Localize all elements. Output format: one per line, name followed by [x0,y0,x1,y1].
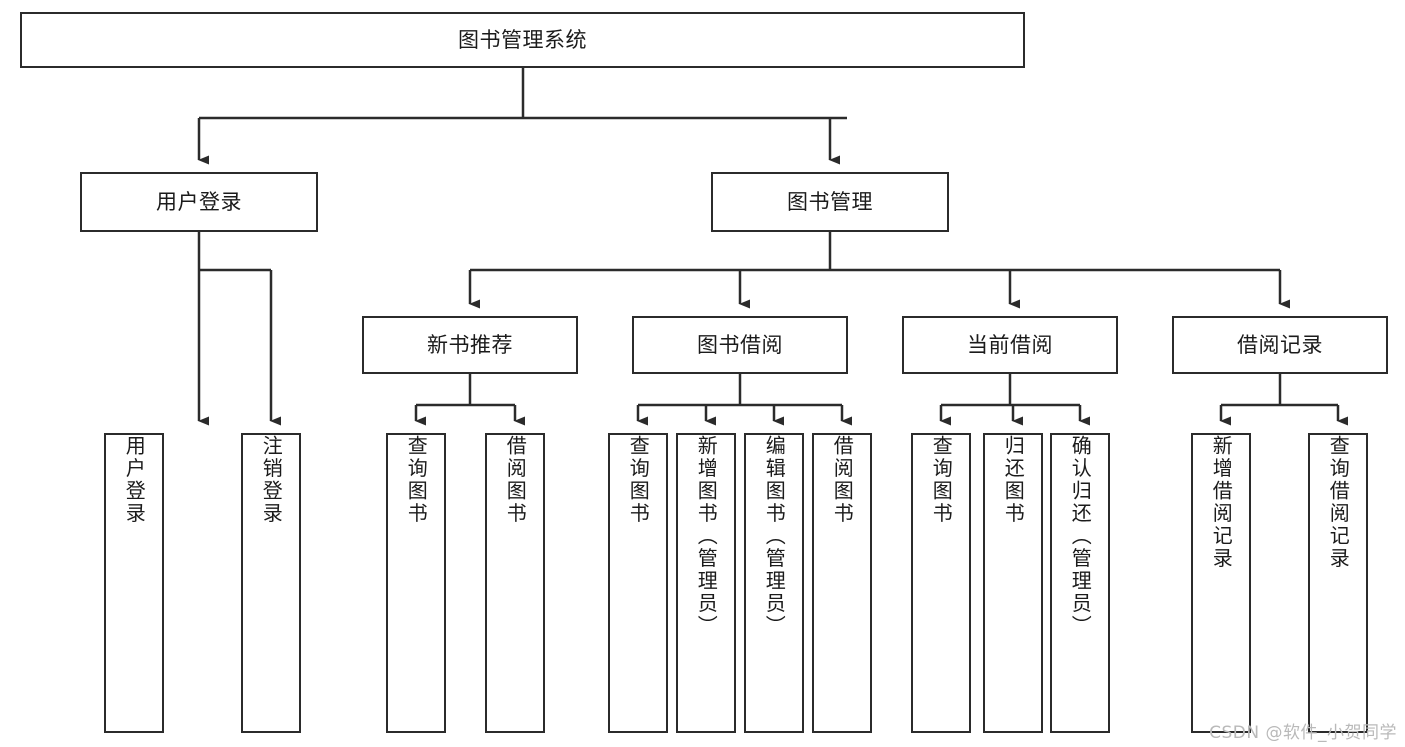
node-current-borrow-label: 当前借阅 [967,332,1053,357]
node-user-login[interactable]: 用户登录 [80,172,318,232]
leaf-borrow-book-2-label: 借阅图书 [830,435,855,525]
node-book-borrow-label: 图书借阅 [697,332,783,357]
leaf-borrow-book-1-label: 借阅图书 [503,435,528,525]
leaf-logout[interactable]: 注销登录 [241,433,301,733]
node-new-book-recommend[interactable]: 新书推荐 [362,316,578,374]
node-root-label: 图书管理系统 [458,27,587,52]
node-current-borrow[interactable]: 当前借阅 [902,316,1118,374]
leaf-add-book[interactable]: 新增图书（管理员） [676,433,736,733]
leaf-confirm-return[interactable]: 确认归还（管理员） [1050,433,1110,733]
node-user-login-label: 用户登录 [156,189,242,214]
leaf-query-record[interactable]: 查询借阅记录 [1308,433,1368,733]
leaf-edit-book[interactable]: 编辑图书（管理员） [744,433,804,733]
leaf-user-login[interactable]: 用户登录 [104,433,164,733]
leaf-query-book-2[interactable]: 查询图书 [608,433,668,733]
node-book-manage-label: 图书管理 [787,189,873,214]
leaf-confirm-return-label: 确认归还（管理员） [1068,435,1093,638]
leaf-query-book-3-label: 查询图书 [929,435,954,525]
node-borrow-record-label: 借阅记录 [1237,332,1323,357]
leaf-add-book-label: 新增图书（管理员） [694,435,719,638]
node-new-book-recommend-label: 新书推荐 [427,332,513,357]
leaf-query-book-1[interactable]: 查询图书 [386,433,446,733]
csdn-watermark: CSDN @软件_小贺同学 [1209,723,1397,743]
leaf-query-book-3[interactable]: 查询图书 [911,433,971,733]
leaf-return-book[interactable]: 归还图书 [983,433,1043,733]
node-book-manage[interactable]: 图书管理 [711,172,949,232]
leaf-query-record-label: 查询借阅记录 [1326,435,1351,570]
leaf-borrow-book-2[interactable]: 借阅图书 [812,433,872,733]
leaf-add-record[interactable]: 新增借阅记录 [1191,433,1251,733]
leaf-edit-book-label: 编辑图书（管理员） [762,435,787,638]
leaf-borrow-book-1[interactable]: 借阅图书 [485,433,545,733]
leaf-return-book-label: 归还图书 [1001,435,1026,525]
leaf-user-login-label: 用户登录 [122,435,147,525]
leaf-query-book-2-label: 查询图书 [626,435,651,525]
node-borrow-record[interactable]: 借阅记录 [1172,316,1388,374]
node-root[interactable]: 图书管理系统 [20,12,1025,68]
node-book-borrow[interactable]: 图书借阅 [632,316,848,374]
leaf-query-book-1-label: 查询图书 [404,435,429,525]
leaf-add-record-label: 新增借阅记录 [1209,435,1234,570]
leaf-logout-label: 注销登录 [259,435,284,525]
